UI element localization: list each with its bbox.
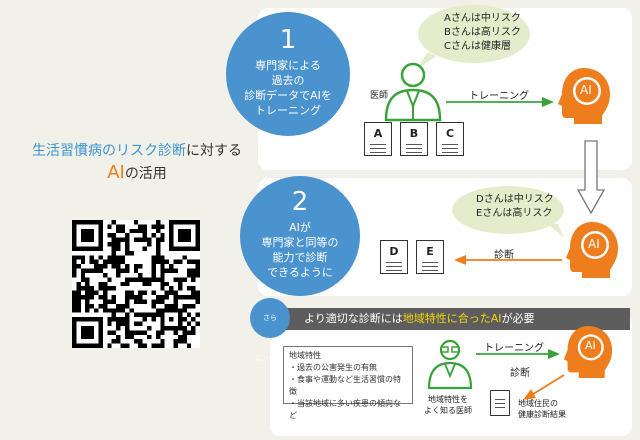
- local-doctor-icon: [427, 339, 473, 390]
- local-doctor-label: 地域特性を よく知る医師: [424, 395, 472, 415]
- doctor-icon: [384, 62, 442, 122]
- diagnosis-arrow-bottom: [523, 374, 565, 400]
- ai-label-2: AI: [588, 237, 600, 251]
- result-label: 地域住民の 健康診断結果: [518, 399, 566, 419]
- document-a: A: [364, 122, 392, 156]
- step2-circle: 2 AIが 専門家と同等の 能力で診断 できるように: [240, 176, 360, 296]
- training-label-top: トレーニング: [469, 91, 529, 102]
- training-label-bottom: トレーニング: [484, 343, 544, 354]
- diagnosis-arrow-mid: [454, 255, 562, 265]
- down-arrow: [576, 140, 606, 215]
- diagnosis-label-mid: 診断: [494, 250, 514, 261]
- ai-head-icon-1: [558, 68, 610, 124]
- diagnosis-label-bottom: 診断: [510, 368, 530, 379]
- document-d: D: [380, 240, 408, 274]
- additional-requirement-banner: より適切な診断には地域特性に合ったAIが必要: [268, 308, 630, 330]
- qr-code[interactable]: [72, 220, 200, 348]
- regional-characteristics-box: 地域特性 ・過去の公害発生の有無 ・食事や運動など生活習慣の特徴 ・当該地域に多…: [283, 346, 413, 420]
- bubble1-tail: [416, 52, 436, 70]
- ai-label-3: AI: [585, 339, 596, 352]
- document-e: E: [416, 240, 444, 274]
- ai-label-1: AI: [580, 83, 592, 97]
- document-c: C: [436, 122, 464, 156]
- training-arrow-top: [446, 97, 554, 107]
- ai-head-icon-2: [566, 222, 618, 278]
- bubble2-tail: [548, 224, 564, 238]
- health-checkup-result-document: [490, 390, 510, 416]
- speech-bubble-diagnosis: Dさんは中リスク Eさんは高リスク: [452, 186, 564, 234]
- document-b: B: [400, 122, 428, 156]
- step1-circle: 1 専門家による 過去の 診断データでAIを トレーニング: [226, 12, 350, 136]
- training-arrow-bottom: [476, 349, 560, 359]
- doctor-label: 医師: [370, 91, 389, 101]
- speech-bubble-training: Aさんは中リスク Bさんは高リスク Cさんは健康層: [418, 5, 530, 63]
- ai-head-icon-3: [563, 326, 613, 378]
- page-title: 生活習慣病のリスク診断に対する AIの活用: [32, 143, 242, 183]
- banner-prefix-badge: さらに・・・: [250, 298, 290, 362]
